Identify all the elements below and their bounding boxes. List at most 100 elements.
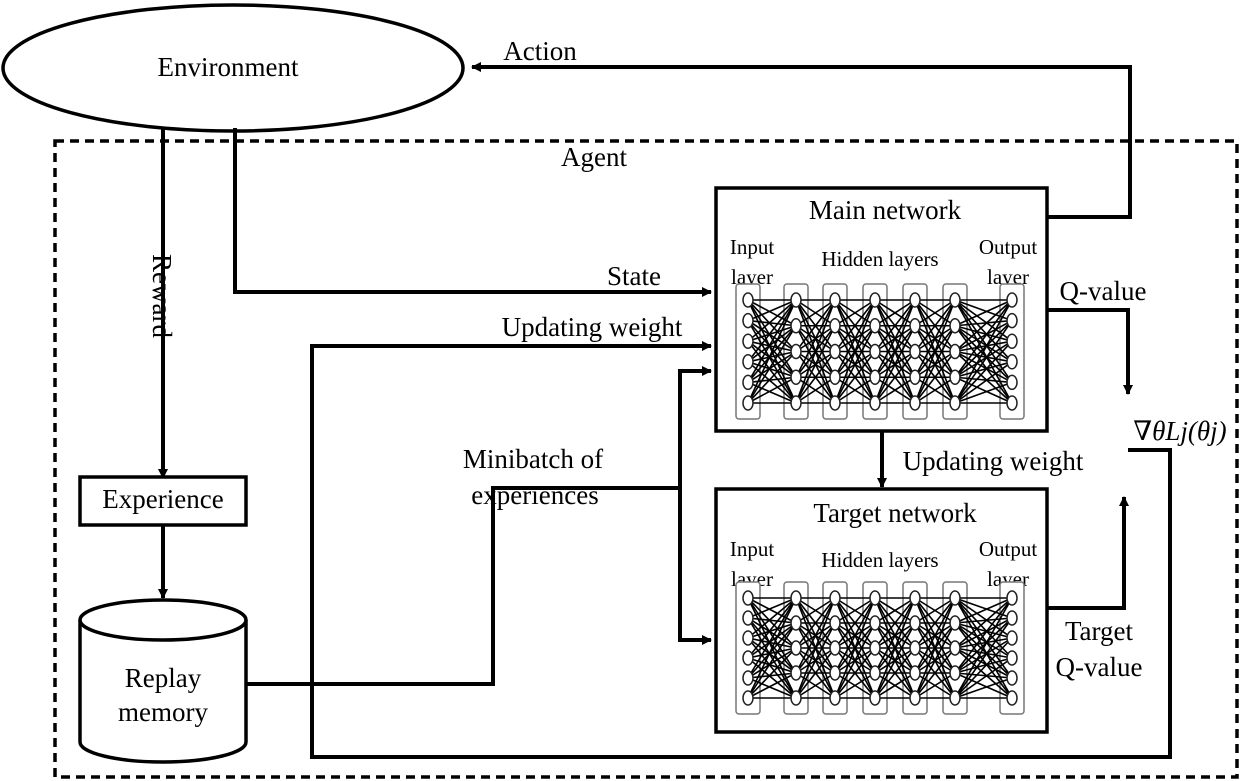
connection <box>747 617 797 624</box>
minibatch-label-1: Minibatch of <box>463 444 603 474</box>
updating-weight-label-target: Updating weight <box>903 446 1084 476</box>
connection <box>874 299 916 327</box>
main-network-graph <box>735 283 1025 420</box>
connection <box>834 597 876 674</box>
connection <box>747 637 797 649</box>
environment-label: Environment <box>158 52 299 82</box>
target-input-layer-label-1: Input <box>730 537 774 561</box>
connection <box>954 677 1013 699</box>
neuron <box>1006 312 1018 329</box>
neuron <box>829 318 841 334</box>
connection <box>954 597 1013 699</box>
neuron <box>909 318 921 334</box>
neuron <box>869 640 881 656</box>
connection <box>914 299 956 378</box>
connection <box>954 647 1013 679</box>
neuron <box>909 343 921 360</box>
neuron <box>742 333 754 349</box>
connection <box>747 376 797 404</box>
neuron <box>1006 395 1018 411</box>
neuron <box>949 292 961 308</box>
connection <box>747 647 797 699</box>
connection <box>747 597 797 659</box>
connection <box>954 657 1013 699</box>
target-network-graph <box>735 581 1025 715</box>
connection <box>747 340 797 353</box>
connection <box>834 647 876 699</box>
layer-box <box>999 581 1025 715</box>
connection <box>834 597 876 624</box>
neuron <box>869 318 881 334</box>
connection <box>954 350 1013 363</box>
updating-weight-label-main: Updating weight <box>502 312 683 342</box>
connection <box>747 299 797 404</box>
neuron <box>909 590 921 606</box>
main-input-layer-label-1: Input <box>730 235 774 259</box>
neuron <box>829 640 841 656</box>
neuron <box>742 630 754 646</box>
connection <box>954 597 1013 624</box>
connection <box>954 299 1013 404</box>
connection <box>954 647 1013 659</box>
connection <box>747 622 797 639</box>
connection <box>747 597 797 639</box>
neuron <box>790 690 802 706</box>
connection <box>914 325 956 404</box>
neuron <box>869 615 881 631</box>
connection <box>954 299 1013 378</box>
neuron <box>949 665 961 681</box>
neuron <box>790 343 802 360</box>
connection <box>795 597 836 649</box>
neuron <box>909 292 921 308</box>
connection <box>747 325 797 404</box>
connection <box>747 617 797 674</box>
connection <box>747 672 797 699</box>
q-value-label: Q-value <box>1060 276 1147 306</box>
agent-boundary <box>53 139 1239 779</box>
connection <box>954 340 1013 404</box>
connection <box>747 376 797 384</box>
connection <box>747 299 797 322</box>
connection <box>747 350 797 404</box>
neuron <box>829 690 841 706</box>
neuron <box>829 369 841 385</box>
minibatch-to-main-arrow <box>678 366 712 488</box>
connection <box>834 299 876 378</box>
neuron <box>742 292 754 308</box>
neuron <box>742 374 754 391</box>
neuron <box>1006 354 1018 370</box>
connection <box>834 597 876 699</box>
connection <box>954 320 1013 404</box>
neuron <box>869 590 881 606</box>
updating-weight-arrow <box>310 341 1172 759</box>
connection <box>747 597 797 699</box>
connection <box>914 597 956 674</box>
neuron <box>1006 630 1018 646</box>
minibatch-label-2: experiences <box>471 480 598 510</box>
connection <box>954 597 1013 649</box>
neuron <box>909 690 921 706</box>
connection <box>954 376 1013 384</box>
connection <box>834 622 876 699</box>
connection <box>747 299 797 363</box>
reward-label: Reward <box>147 254 177 338</box>
connection <box>747 320 797 378</box>
target-output-layer-label-1: Output <box>979 537 1038 561</box>
connection <box>874 376 916 404</box>
connection <box>954 325 1013 404</box>
neuron <box>829 292 841 308</box>
connection <box>747 361 797 379</box>
action-arrow <box>471 62 1132 219</box>
connection <box>874 299 916 404</box>
connection <box>954 299 1013 327</box>
connection <box>914 647 956 699</box>
connection <box>747 319 797 327</box>
connection <box>914 351 956 404</box>
connection <box>954 637 1013 699</box>
connection <box>834 299 876 404</box>
connection <box>834 299 876 352</box>
neuron <box>949 343 961 360</box>
connection <box>954 617 1013 649</box>
connection <box>834 672 876 699</box>
minibatch-to-target-arrow <box>678 488 712 645</box>
